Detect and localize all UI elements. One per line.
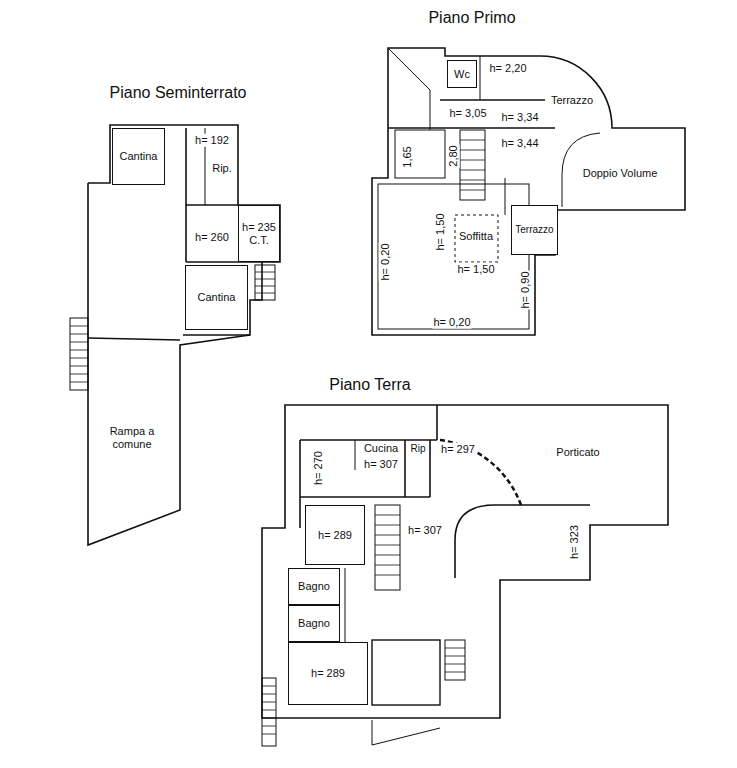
wall [480,56,481,100]
wall [436,405,438,440]
room: h= 289 [288,642,368,705]
height-dimension: h= 0,20 [379,242,392,281]
height-dimension: h= 0,20 [432,316,471,329]
floor-title: Piano Seminterrato [109,84,248,102]
room-label: h= 289 [311,667,345,680]
height-dimension: h= 2,20 [488,62,527,75]
height-dimension: h= 307 [363,458,399,471]
wall [300,439,437,441]
wall [388,127,555,129]
stair-steps [375,515,400,575]
height-dimension: h= 3,44 [500,137,539,150]
height-dimension: h= 307 [407,524,443,537]
wall [186,204,238,206]
boiler-room: h= 235C.T. [238,205,280,262]
wall [372,728,440,745]
wall [299,440,301,528]
room-label: Rip [409,443,426,455]
stairs [445,640,465,680]
wall [88,125,280,335]
wall [429,440,431,497]
stair-steps [262,686,276,734]
wall [404,440,406,497]
height-dimension: 2,80 [447,144,460,167]
height-dimension: h= 192 [194,134,230,147]
bathroom: Bagno [288,568,340,605]
room-label: Rampa a comune [100,425,164,450]
wall [262,405,668,718]
height-dimension: 1,65 [401,145,414,168]
room-label: Soffitta [458,230,494,243]
wall [345,568,346,642]
room-label: Cucina [363,442,399,455]
ramp-outline [88,183,250,545]
wall [300,496,430,498]
height-dimension: h= 1,50 [434,212,447,251]
stairs [460,130,485,200]
room-label: Cantina [120,150,158,163]
bathroom: Bagno [288,605,340,642]
room-label: Rip. [211,162,233,175]
stair-steps [445,648,465,672]
height-dimension: h= 270 [312,450,325,486]
wall [378,184,529,329]
height-dimension: h= 0,90 [519,270,532,309]
room-label: Wc [454,68,470,81]
room-label: Cantina [198,291,236,304]
room-label: Terrazzo [550,94,594,107]
height-dimension: h= 323 [568,524,581,560]
room-label: Bagno [298,617,330,630]
cellar-room: Cantina [112,128,165,185]
room-label: Bagno [298,580,330,593]
wall [440,99,545,101]
height-dimension: h= 297 [440,443,476,456]
room-label: C.T. [249,234,269,247]
height-dimension: h= 1,50 [456,263,495,276]
height-dimension: h= 260 [194,231,230,244]
height-dimension: h= 3,05 [448,107,487,120]
stair-steps [70,326,88,382]
stairs [255,265,275,300]
stair-steps [460,140,485,190]
room-label: Porticato [555,446,600,459]
stairs [70,318,88,390]
room-label: Terrazzo [515,224,553,236]
room-label: h= 289 [318,529,352,542]
attic-outline [455,215,498,262]
floor-title: Piano Terra [328,376,412,394]
stairs [262,678,276,746]
rounded-room [455,505,590,578]
cellar-room: Cantina [185,265,248,330]
room-label: h= 235 [242,221,276,234]
wall [185,128,187,262]
room: h= 289 [305,505,365,565]
stairs [375,505,400,590]
roof-line [388,48,430,130]
wall [372,720,373,745]
portico-arch [440,440,522,508]
stair-steps [255,272,275,293]
terrace-room: Terrazzo [511,205,558,255]
wall [505,178,506,215]
wall [355,440,356,470]
height-dimension: h= 3,34 [500,111,539,124]
room [372,640,440,705]
floor-title: Piano Primo [427,9,516,27]
room-label: Doppio Volume [582,167,659,180]
room [395,130,445,178]
wc-room: Wc [447,60,477,88]
wall [372,48,685,335]
wall [88,338,180,340]
